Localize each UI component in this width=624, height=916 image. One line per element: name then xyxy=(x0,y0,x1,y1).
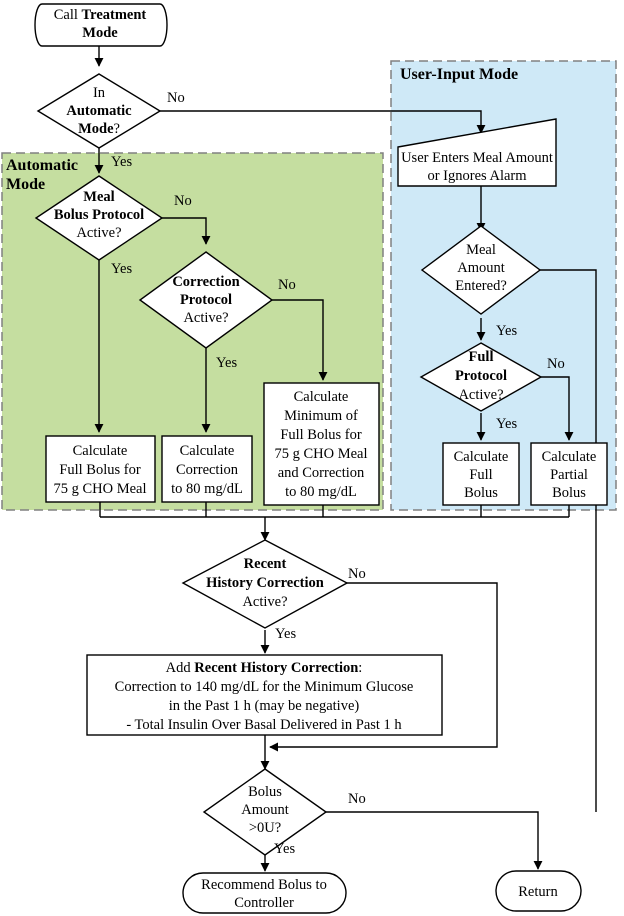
edge-labels: No Yes No Yes No Yes Yes No Yes No Yes N… xyxy=(111,90,565,857)
recent-history-line-3: Active? xyxy=(242,594,287,610)
add-correction-line-1: Add Recent History Correction: xyxy=(166,660,363,676)
bolus-amount-line-1: Bolus xyxy=(248,784,282,800)
label-full-yes: Yes xyxy=(496,416,517,432)
user-enters-line-2: or Ignores Alarm xyxy=(427,168,527,184)
label-bolus-no: No xyxy=(348,791,366,807)
add-correction-line-4: - Total Insulin Over Basal Delivered in … xyxy=(126,717,402,733)
return-label: Return xyxy=(518,884,558,900)
meal-protocol-line-1: Meal xyxy=(83,189,114,205)
recommend-line-2: Controller xyxy=(234,895,294,911)
calc-minimum-line-2: Minimum of xyxy=(284,408,358,424)
meal-protocol-line-2: Bolus Protocol xyxy=(54,207,144,223)
calc-full-bolus-line-3: 75 g CHO Meal xyxy=(53,481,146,497)
calc-partial-line-2: Partial xyxy=(550,467,588,483)
edge-meal-no xyxy=(162,217,211,245)
calc-full-line-3: Bolus xyxy=(464,485,498,501)
full-protocol-line-3: Active? xyxy=(458,387,503,403)
recent-history-line-1: Recent xyxy=(244,556,287,572)
calc-full-box xyxy=(442,442,520,506)
calc-full-bolus-box xyxy=(45,435,156,503)
calc-minimum-line-4: 75 g CHO Meal xyxy=(274,446,367,462)
calc-minimum-line-5: and Correction xyxy=(278,465,365,481)
connectors xyxy=(94,46,597,872)
calc-full-line-2: Full xyxy=(469,467,492,483)
meal-entered-decision xyxy=(420,225,542,315)
edge-bolus-no xyxy=(326,811,543,870)
calc-partial-box xyxy=(530,442,608,506)
label-auto-yes: Yes xyxy=(111,154,132,170)
start-line-2: Mode xyxy=(82,25,118,41)
full-protocol-line-2: Protocol xyxy=(455,368,507,384)
label-meal-yes: Yes xyxy=(111,261,132,277)
start-terminator xyxy=(34,3,168,47)
edge-entered-no xyxy=(537,269,597,812)
meal-entered-line-3: Entered? xyxy=(455,278,507,294)
meal-protocol-line-3: Active? xyxy=(76,225,121,241)
label-correction-yes: Yes xyxy=(216,355,237,371)
calc-correction-line-1: Calculate xyxy=(180,443,235,459)
calc-minimum-line-3: Full Bolus for xyxy=(280,427,362,443)
label-meal-no: No xyxy=(174,193,192,209)
auto-decision-line-3: Mode? xyxy=(78,121,120,137)
correction-protocol-line-3: Active? xyxy=(183,310,228,326)
meal-entered-line-2: Amount xyxy=(457,260,505,276)
edge-correction-no xyxy=(272,299,328,381)
user-enters-line-1: User Enters Meal Amount xyxy=(401,150,553,166)
correction-protocol-line-2: Protocol xyxy=(180,292,232,308)
automatic-region-title-2: Mode xyxy=(6,176,45,193)
automatic-region-title-1: Automatic xyxy=(6,157,78,174)
calc-full-line-1: Calculate xyxy=(454,449,509,465)
edge-auto-no xyxy=(160,110,486,134)
user-enters-input-box xyxy=(397,118,557,187)
recent-history-line-2: History Correction xyxy=(206,575,324,591)
calc-correction-box xyxy=(161,435,253,503)
calc-minimum-line-1: Calculate xyxy=(294,389,349,405)
meal-entered-line-1: Meal xyxy=(466,242,496,258)
add-correction-line-2: Correction to 140 mg/dL for the Minimum … xyxy=(115,679,414,695)
auto-decision-line-1: In xyxy=(93,85,106,101)
recent-history-decision xyxy=(181,539,349,629)
user-input-region-title: User-Input Mode xyxy=(400,66,518,83)
label-correction-no: No xyxy=(278,277,296,293)
start-line-1: Call Treatment xyxy=(54,7,147,23)
full-protocol-decision xyxy=(419,342,543,412)
add-correction-line-3: in the Past 1 h (may be negative) xyxy=(169,698,360,714)
label-entered-yes: Yes xyxy=(496,323,517,339)
recommend-line-1: Recommend Bolus to xyxy=(201,877,327,893)
calc-minimum-line-6: to 80 mg/dL xyxy=(285,484,357,500)
edge-recent-no xyxy=(269,582,498,752)
label-full-no: No xyxy=(547,356,565,372)
label-auto-no: No xyxy=(167,90,185,106)
bolus-amount-decision xyxy=(202,768,328,856)
label-bolus-yes: Yes xyxy=(274,841,295,857)
auto-decision-line-2: Automatic xyxy=(66,103,132,119)
calc-correction-line-2: Correction xyxy=(176,462,239,478)
return-terminator xyxy=(495,870,582,912)
recommend-terminator xyxy=(182,872,347,914)
automatic-mode-decision xyxy=(36,73,162,149)
correction-protocol-decision xyxy=(138,251,274,349)
label-recent-no: No xyxy=(348,566,366,582)
full-protocol-line-1: Full xyxy=(469,349,494,365)
calc-partial-line-1: Calculate xyxy=(542,449,597,465)
label-recent-yes: Yes xyxy=(275,626,296,642)
correction-protocol-line-1: Correction xyxy=(172,274,239,290)
edge-full-no xyxy=(541,376,574,441)
bolus-amount-line-3: >0U? xyxy=(249,820,281,836)
add-correction-box xyxy=(86,654,443,736)
calc-partial-line-3: Bolus xyxy=(552,485,586,501)
calc-correction-line-3: to 80 mg/dL xyxy=(171,481,243,497)
bolus-amount-line-2: Amount xyxy=(241,802,289,818)
calc-full-bolus-line-2: Full Bolus for xyxy=(59,462,141,478)
calc-full-bolus-line-1: Calculate xyxy=(73,443,128,459)
meal-protocol-decision xyxy=(34,175,164,261)
calc-minimum-box xyxy=(263,382,380,506)
